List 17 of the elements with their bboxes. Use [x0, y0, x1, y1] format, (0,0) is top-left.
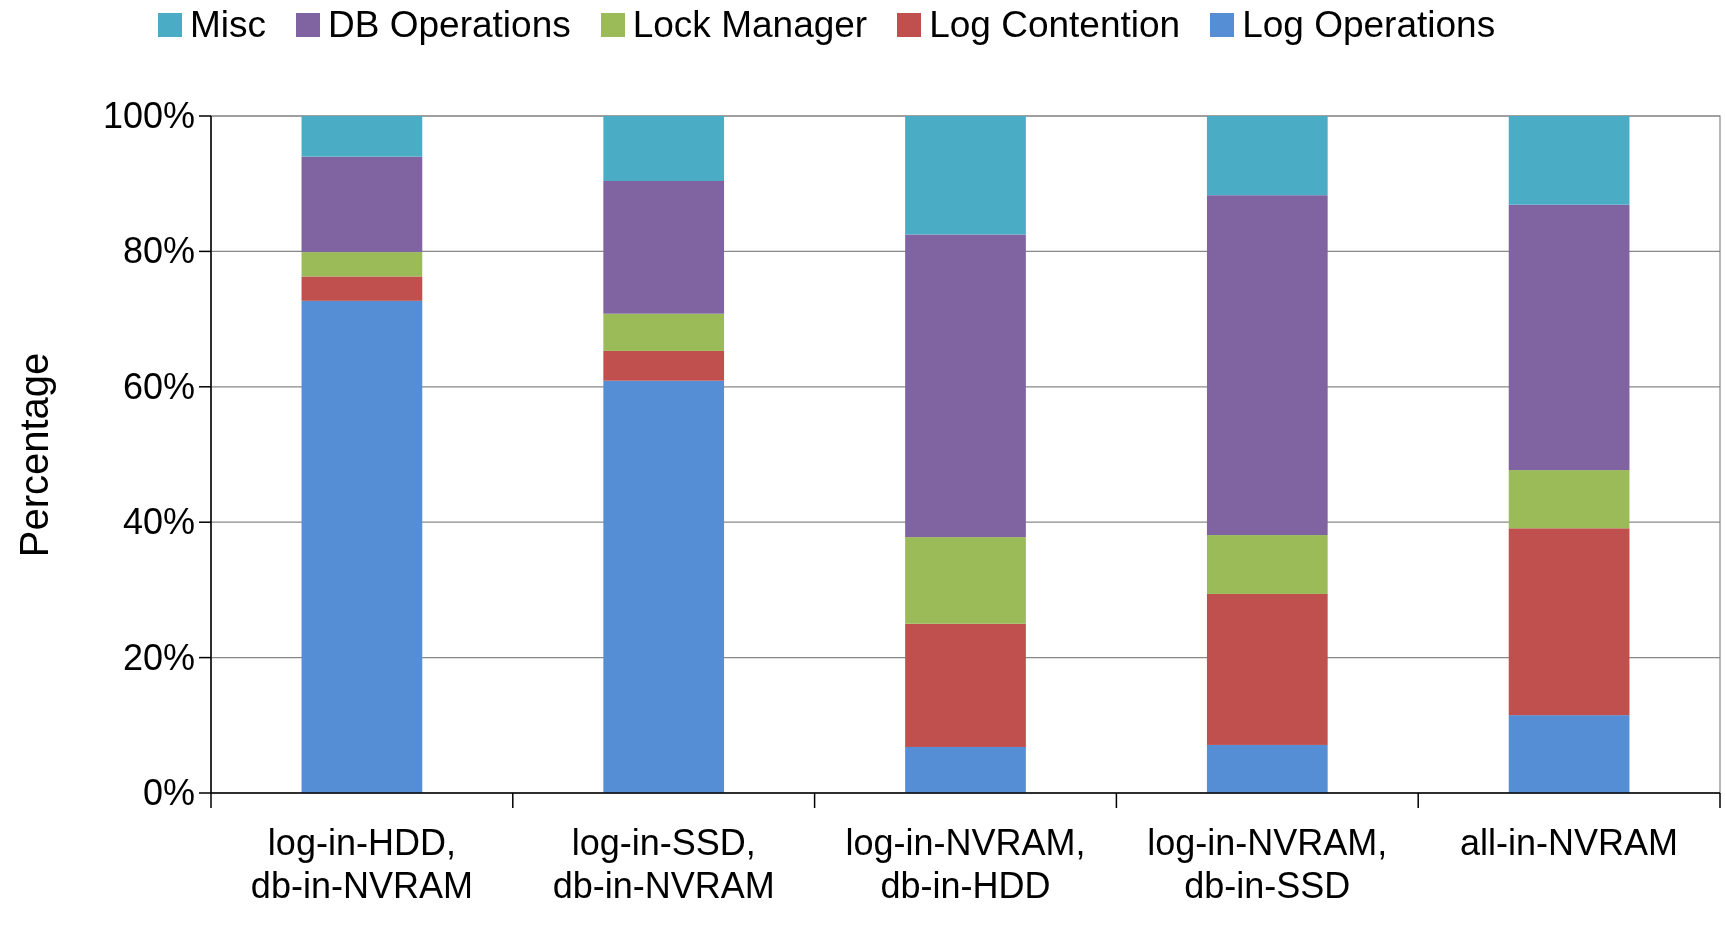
category-label: log-in-HDD, db-in-NVRAM — [249, 821, 474, 908]
legend-label: Log Operations — [1242, 4, 1496, 46]
y-tick-label: 40% — [122, 500, 195, 544]
y-tick-label: 0% — [142, 771, 195, 815]
y-tick-label: 60% — [122, 364, 195, 408]
category-label: log-in-NVRAM, db-in-SSD — [1146, 821, 1389, 908]
legend-label: Log Contention — [929, 4, 1181, 46]
legend-label: Misc — [190, 4, 267, 46]
legend-label: Lock Manager — [632, 4, 868, 46]
category-label: all-in-NVRAM — [1459, 821, 1680, 865]
legend-label: DB Operations — [328, 4, 571, 46]
y-axis-title: Percentage — [11, 352, 57, 557]
y-tick-label: 100% — [102, 94, 195, 138]
y-tick-label: 80% — [122, 229, 195, 273]
y-tick-label: 20% — [122, 635, 195, 679]
category-label: log-in-SSD, db-in-NVRAM — [551, 821, 776, 908]
category-label: log-in-NVRAM, db-in-HDD — [844, 821, 1087, 908]
